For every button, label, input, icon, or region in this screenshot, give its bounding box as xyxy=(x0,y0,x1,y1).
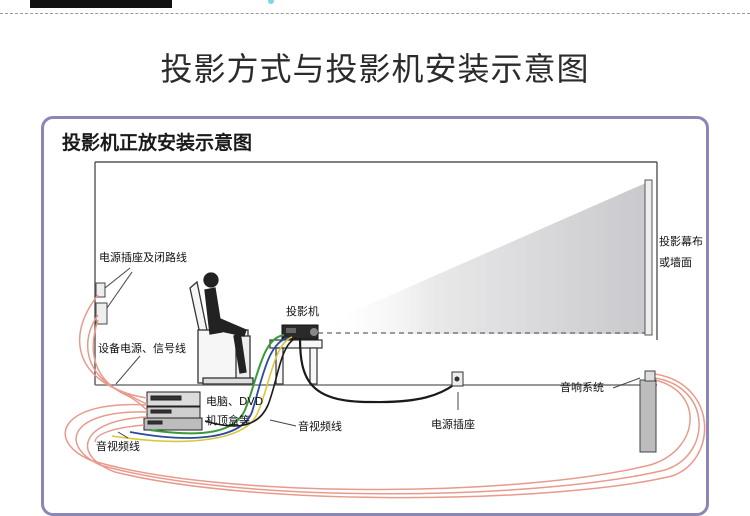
top-dashed-divider xyxy=(0,13,750,14)
label-screen-line2: 或墙面 xyxy=(659,256,692,269)
label-av-cable-right: 音视频线 xyxy=(298,420,342,433)
projector-device xyxy=(281,324,319,340)
top-dark-strip xyxy=(30,0,172,8)
label-projector: 投影机 xyxy=(286,305,319,318)
av-cable-leader-left xyxy=(117,431,129,439)
av-cable-leader-right xyxy=(269,419,297,427)
room-outline xyxy=(94,161,658,386)
label-settop-box: 机顶盒等 xyxy=(206,414,250,427)
label-device-power-signal: 设备电源、信号线 xyxy=(98,342,186,355)
label-power-socket-loop: 电源插座及闭路线 xyxy=(99,251,187,264)
top-accent-mark xyxy=(268,0,274,4)
projection-screen xyxy=(644,179,653,336)
installation-diagram xyxy=(64,161,706,499)
speaker-column xyxy=(639,370,657,453)
label-av-cable-left: 音视频线 xyxy=(96,440,140,453)
label-power-socket: 电源插座 xyxy=(431,418,475,431)
label-speaker-system: 音响系统 xyxy=(560,381,604,394)
speaker-label-leader xyxy=(612,377,641,389)
socket-label-leaders xyxy=(104,267,141,385)
projection-beam xyxy=(318,182,648,334)
label-pc-dvd: 电脑、DVD xyxy=(206,395,264,408)
page-title: 投影方式与投影机安装示意图 xyxy=(160,50,590,88)
panel-title: 投影机正放安装示意图 xyxy=(62,132,253,154)
cables xyxy=(64,294,706,499)
wall-socket-upper xyxy=(95,282,106,298)
floor-power-outlet xyxy=(451,371,464,387)
projector-table xyxy=(269,339,323,385)
wall-socket-lower xyxy=(95,302,108,325)
label-screen-line1: 投影幕布 xyxy=(659,235,703,248)
armchair-with-viewer xyxy=(189,272,254,385)
av-equipment-stack xyxy=(143,391,203,431)
